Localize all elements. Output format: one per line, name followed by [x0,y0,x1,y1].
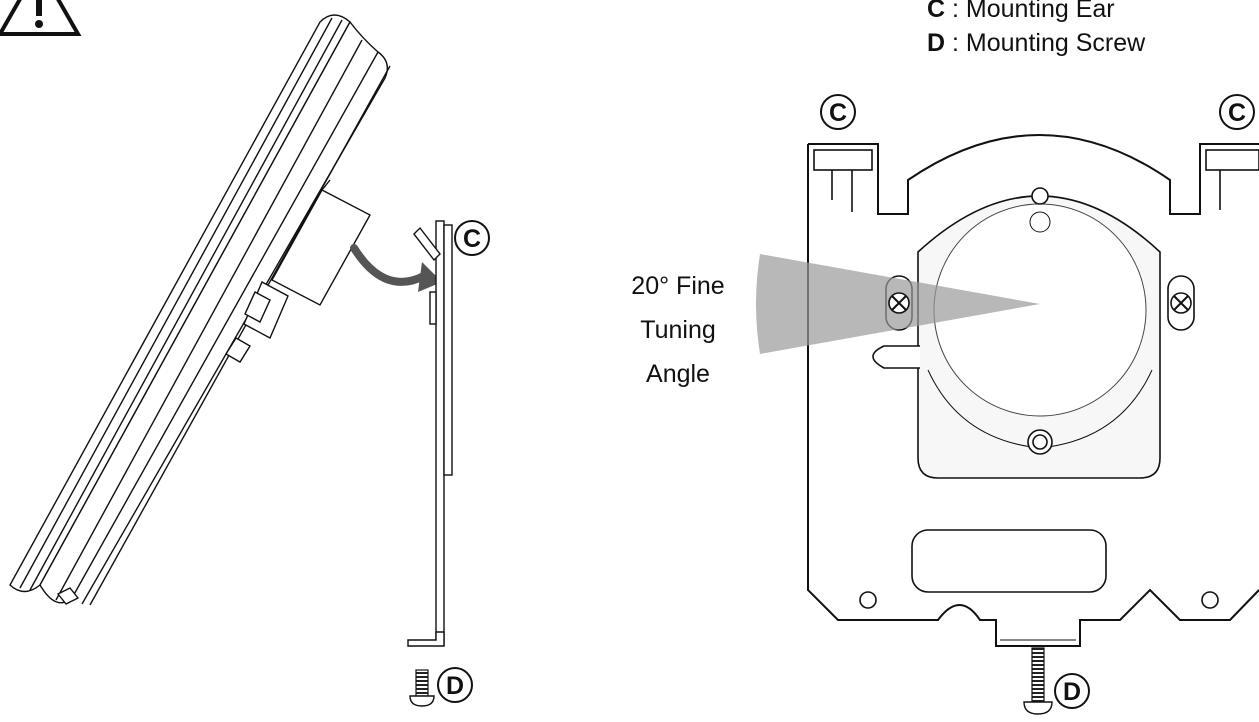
angle-label-line1: 20° Fine [631,272,725,300]
screw-icon-front [1023,647,1053,715]
angle-label: 20° Fine Tuning Angle [598,264,758,396]
slot-screw-icon-left [888,292,910,314]
angle-wedge-arc [756,254,760,354]
legend: C : Mounting Ear D : Mounting Screw [927,0,1145,60]
angle-label-line2: Tuning [640,316,716,344]
marker-d-front [1054,673,1090,709]
bracket-side-view [407,220,453,647]
legend-item-d: D : Mounting Screw [927,29,1146,57]
marker-d-side [437,667,473,703]
marker-c-front-right-label: C [1228,99,1246,127]
screw-icon-side [409,669,435,707]
marker-d-side-label: D [446,672,464,700]
slot-screw-icon-right [1170,292,1192,314]
marker-c-front-right [1219,94,1255,130]
marker-c-side-label: C [463,225,481,253]
marker-c-front-left-label: C [829,99,847,127]
legend-item-c: C : Mounting Ear [927,0,1115,23]
device-side-view [9,14,391,606]
marker-d-front-label: D [1063,678,1081,706]
bracket-front-view [807,134,1259,647]
marker-c-side [454,220,490,256]
hook-arrow [350,244,442,292]
warning-icon [0,0,82,36]
marker-c-front-left [820,94,856,130]
angle-label-line3: Angle [646,360,710,388]
